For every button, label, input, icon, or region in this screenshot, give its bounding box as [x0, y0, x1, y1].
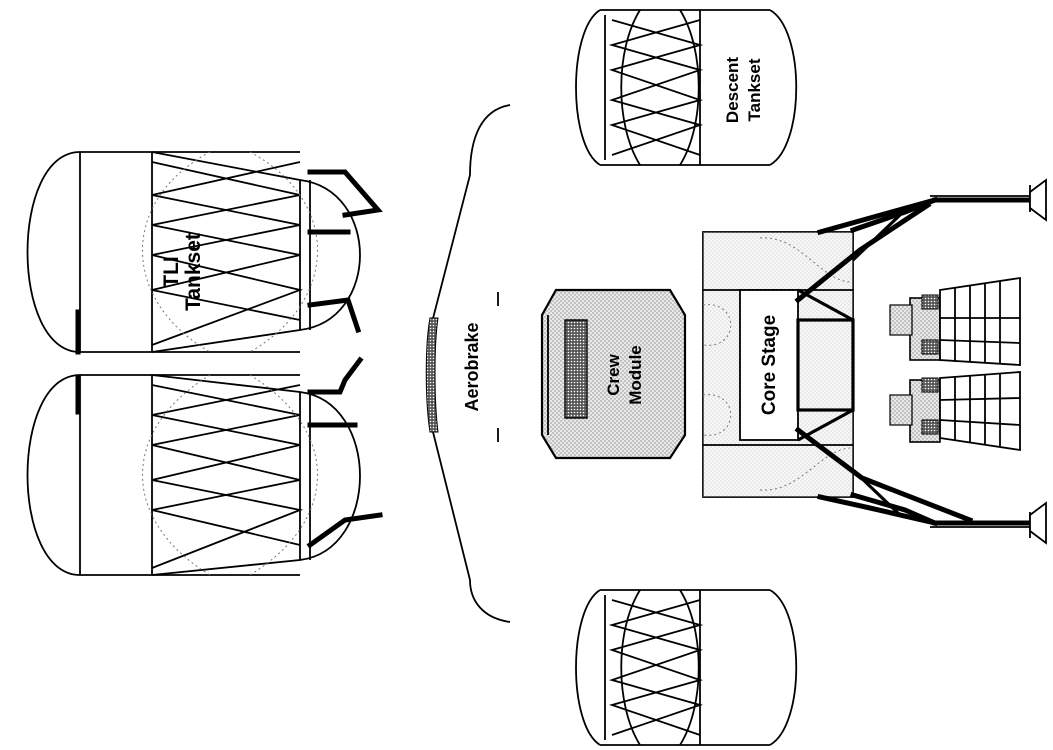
tli-label-line1: TLI [160, 256, 183, 288]
aerobrake-label: Aerobrake [462, 322, 482, 411]
crew-module-hatch [564, 319, 588, 419]
descent-tankset-top: Descent Tankset [575, 9, 798, 166]
crew-label-line2: Module [626, 345, 645, 405]
core-stage: Core Stage [702, 178, 1047, 545]
descent-label-line2: Tankset [745, 58, 764, 121]
crew-module: Crew Module [540, 288, 687, 460]
tli-label-line2: Tankset [182, 233, 205, 311]
tli-tank-upper [26, 151, 383, 353]
aerobrake-heatshield [425, 317, 439, 433]
aerobrake: Aerobrake [425, 104, 511, 623]
descent-label-line1: Descent [723, 57, 742, 123]
descent-tankset-bottom [575, 589, 798, 746]
descent-engines [889, 276, 1021, 452]
landing-leg-top [930, 178, 1047, 222]
engine-upper [909, 276, 1021, 366]
engine-lower [909, 371, 1021, 452]
tli-tank-lower [26, 356, 383, 576]
landing-leg-bottom [930, 501, 1047, 545]
crew-label-line1: Crew [604, 353, 623, 395]
core-stage-label: Core Stage [759, 315, 780, 415]
tli-tankset: TLI Tankset [26, 151, 383, 576]
